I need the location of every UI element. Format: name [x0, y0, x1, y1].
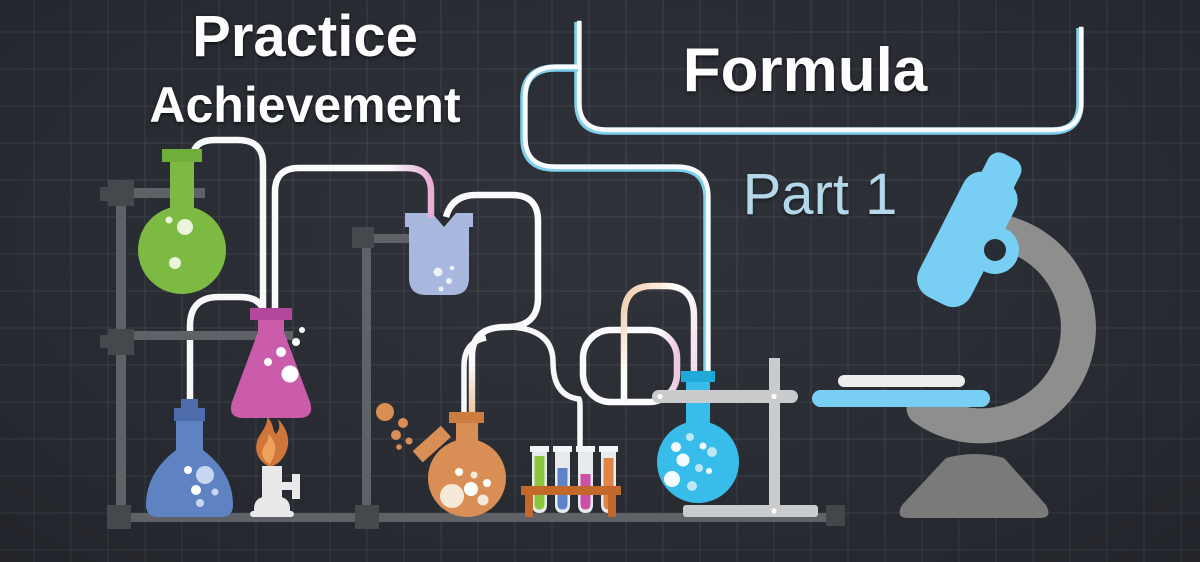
- microscope-icon: [812, 152, 1096, 518]
- tube-orange-stub: [461, 335, 487, 417]
- microscope-base: [899, 454, 1049, 518]
- microscope-eyepiece: [917, 152, 1022, 308]
- tube-formula-frame: [574, 20, 1084, 135]
- title-line1: Practice: [192, 4, 418, 69]
- subheading-part: Part 1: [742, 162, 898, 227]
- retort-stand-icon: [652, 358, 818, 517]
- tube-pink-to-beaker: [271, 164, 435, 314]
- round-flask-cyan-icon: [657, 371, 739, 503]
- round-flask-orange-icon: [376, 403, 506, 517]
- tube-hump-to-cyan: [620, 282, 698, 402]
- microscope-slide: [838, 375, 965, 387]
- beaker-icon: [405, 213, 473, 295]
- tube-dropper: [511, 324, 583, 450]
- bench-bar: [110, 513, 842, 522]
- test-tube-rack-icon: [521, 446, 621, 517]
- heading-formula: Formula: [682, 36, 928, 105]
- tube-to-cyan-flask: [520, 64, 711, 375]
- tube-loop: [579, 326, 681, 406]
- escaping-bubbles: [376, 403, 413, 450]
- microscope-arm: [906, 215, 1096, 444]
- flat-flask-blue-icon: [146, 399, 233, 517]
- erlenmeyer-flask-pink-icon: [230, 308, 312, 418]
- tube-beaker-to-orange: [442, 191, 542, 417]
- title-line2: Achievement: [149, 77, 461, 133]
- round-flask-green-icon: [138, 149, 226, 294]
- tube-blue-to-pink: [186, 293, 268, 402]
- test-tubes: [532, 450, 616, 513]
- lab-stand-icon: [100, 180, 845, 529]
- microscope-stage: [812, 390, 990, 407]
- bunsen-burner-icon: [250, 417, 300, 517]
- glass-tubing-network: [271, 20, 1084, 450]
